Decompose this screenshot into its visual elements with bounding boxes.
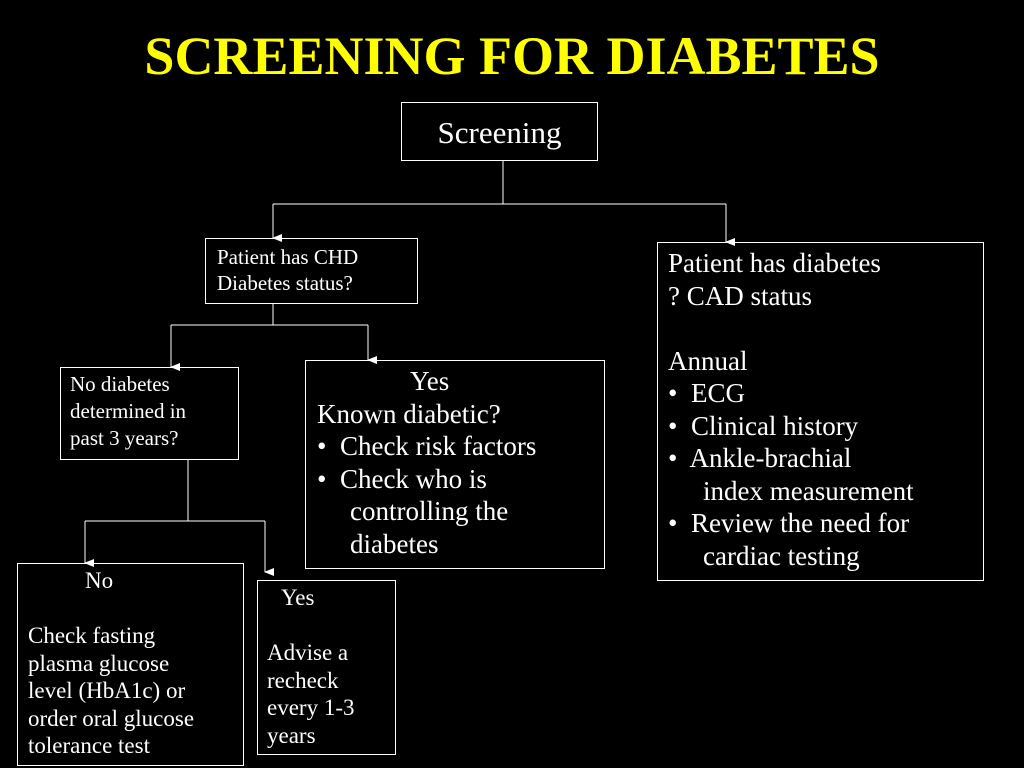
diabetes-bullet-2: • Clinical history: [668, 410, 859, 441]
diabetes-line-2: ? CAD status: [668, 280, 812, 311]
diabetes-bullet-4-cont: cardiac testing: [703, 540, 860, 571]
no-diabetes-line-3: past 3 years?: [70, 426, 179, 450]
no-diabetes-line-1: No diabetes: [70, 372, 170, 396]
known-diabetic-bullet-1-text: Check risk factors: [339, 431, 537, 461]
no-branch-line-2: plasma glucose: [28, 650, 170, 676]
yes-branch-header: Yes: [281, 585, 315, 610]
diabetes-bullet-3-cont: index measurement: [703, 475, 914, 506]
yes-branch-line-4: years: [267, 722, 316, 748]
no-branch-node: No Check fasting plasma glucose level (H…: [17, 563, 244, 766]
diabetes-bullet-1-text: ECG: [690, 378, 745, 408]
diabetes-bullet-3: • Ankle-brachial: [668, 443, 852, 473]
screening-label: Screening: [437, 115, 562, 150]
known-diabetic-node: Yes Known diabetic? • Check risk factors…: [305, 360, 605, 569]
known-diabetic-cont-1: controlling the: [350, 496, 509, 526]
diabetes-line-1: Patient has diabetes: [668, 248, 881, 278]
chd-line-2: Diabetes status?: [217, 271, 353, 295]
no-branch-line-3: level (HbA1c) or: [28, 678, 186, 703]
known-diabetic-bullet-1: • Check risk factors: [317, 431, 537, 461]
yes-branch-spacer: [267, 612, 395, 640]
known-diabetic-header: Yes: [410, 366, 450, 396]
diabetes-bullet-3-text: Ankle-brachial: [689, 443, 852, 473]
known-diabetic-bullet-2-text: Check who is: [339, 463, 487, 494]
no-diabetes-line-2: determined in: [70, 399, 187, 423]
diabetes-bullet-4-text: Review the need for: [690, 508, 910, 538]
screening-node: Screening: [401, 102, 598, 161]
yes-branch-line-1: Advise a: [267, 640, 349, 665]
chd-line-1: Patient has CHD: [217, 245, 359, 269]
diabetes-spacer: [668, 312, 983, 345]
diabetes-line-3: Annual: [668, 345, 748, 376]
yes-branch-line-3: every 1-3: [267, 695, 355, 720]
yes-branch-line-2: recheck: [267, 667, 339, 693]
known-diabetic-line-1: Known diabetic?: [317, 398, 501, 429]
diabetes-bullet-2-text: Clinical history: [690, 410, 859, 441]
chd-node: Patient has CHD Diabetes status?: [205, 238, 418, 304]
no-branch-line-1: Check fasting: [28, 623, 156, 648]
page-title: SCREENING FOR DIABETES: [144, 26, 880, 86]
diabetes-bullet-4: • Review the need for: [668, 508, 910, 538]
no-branch-line-5: tolerance test: [28, 733, 150, 758]
known-diabetic-cont-2: diabetes: [350, 528, 439, 559]
no-diabetes-node: No diabetes determined in past 3 years?: [60, 367, 239, 460]
no-branch-line-4: order oral glucose: [28, 705, 195, 731]
no-branch-spacer: [28, 595, 243, 623]
diabetes-bullet-1: • ECG: [668, 378, 745, 408]
yes-branch-node: Yes Advise a recheck every 1-3 years: [257, 580, 396, 755]
no-branch-header: No: [85, 568, 114, 593]
known-diabetic-bullet-2: • Check who is: [317, 463, 487, 494]
diabetes-node: Patient has diabetes ? CAD status Annual…: [657, 242, 984, 581]
